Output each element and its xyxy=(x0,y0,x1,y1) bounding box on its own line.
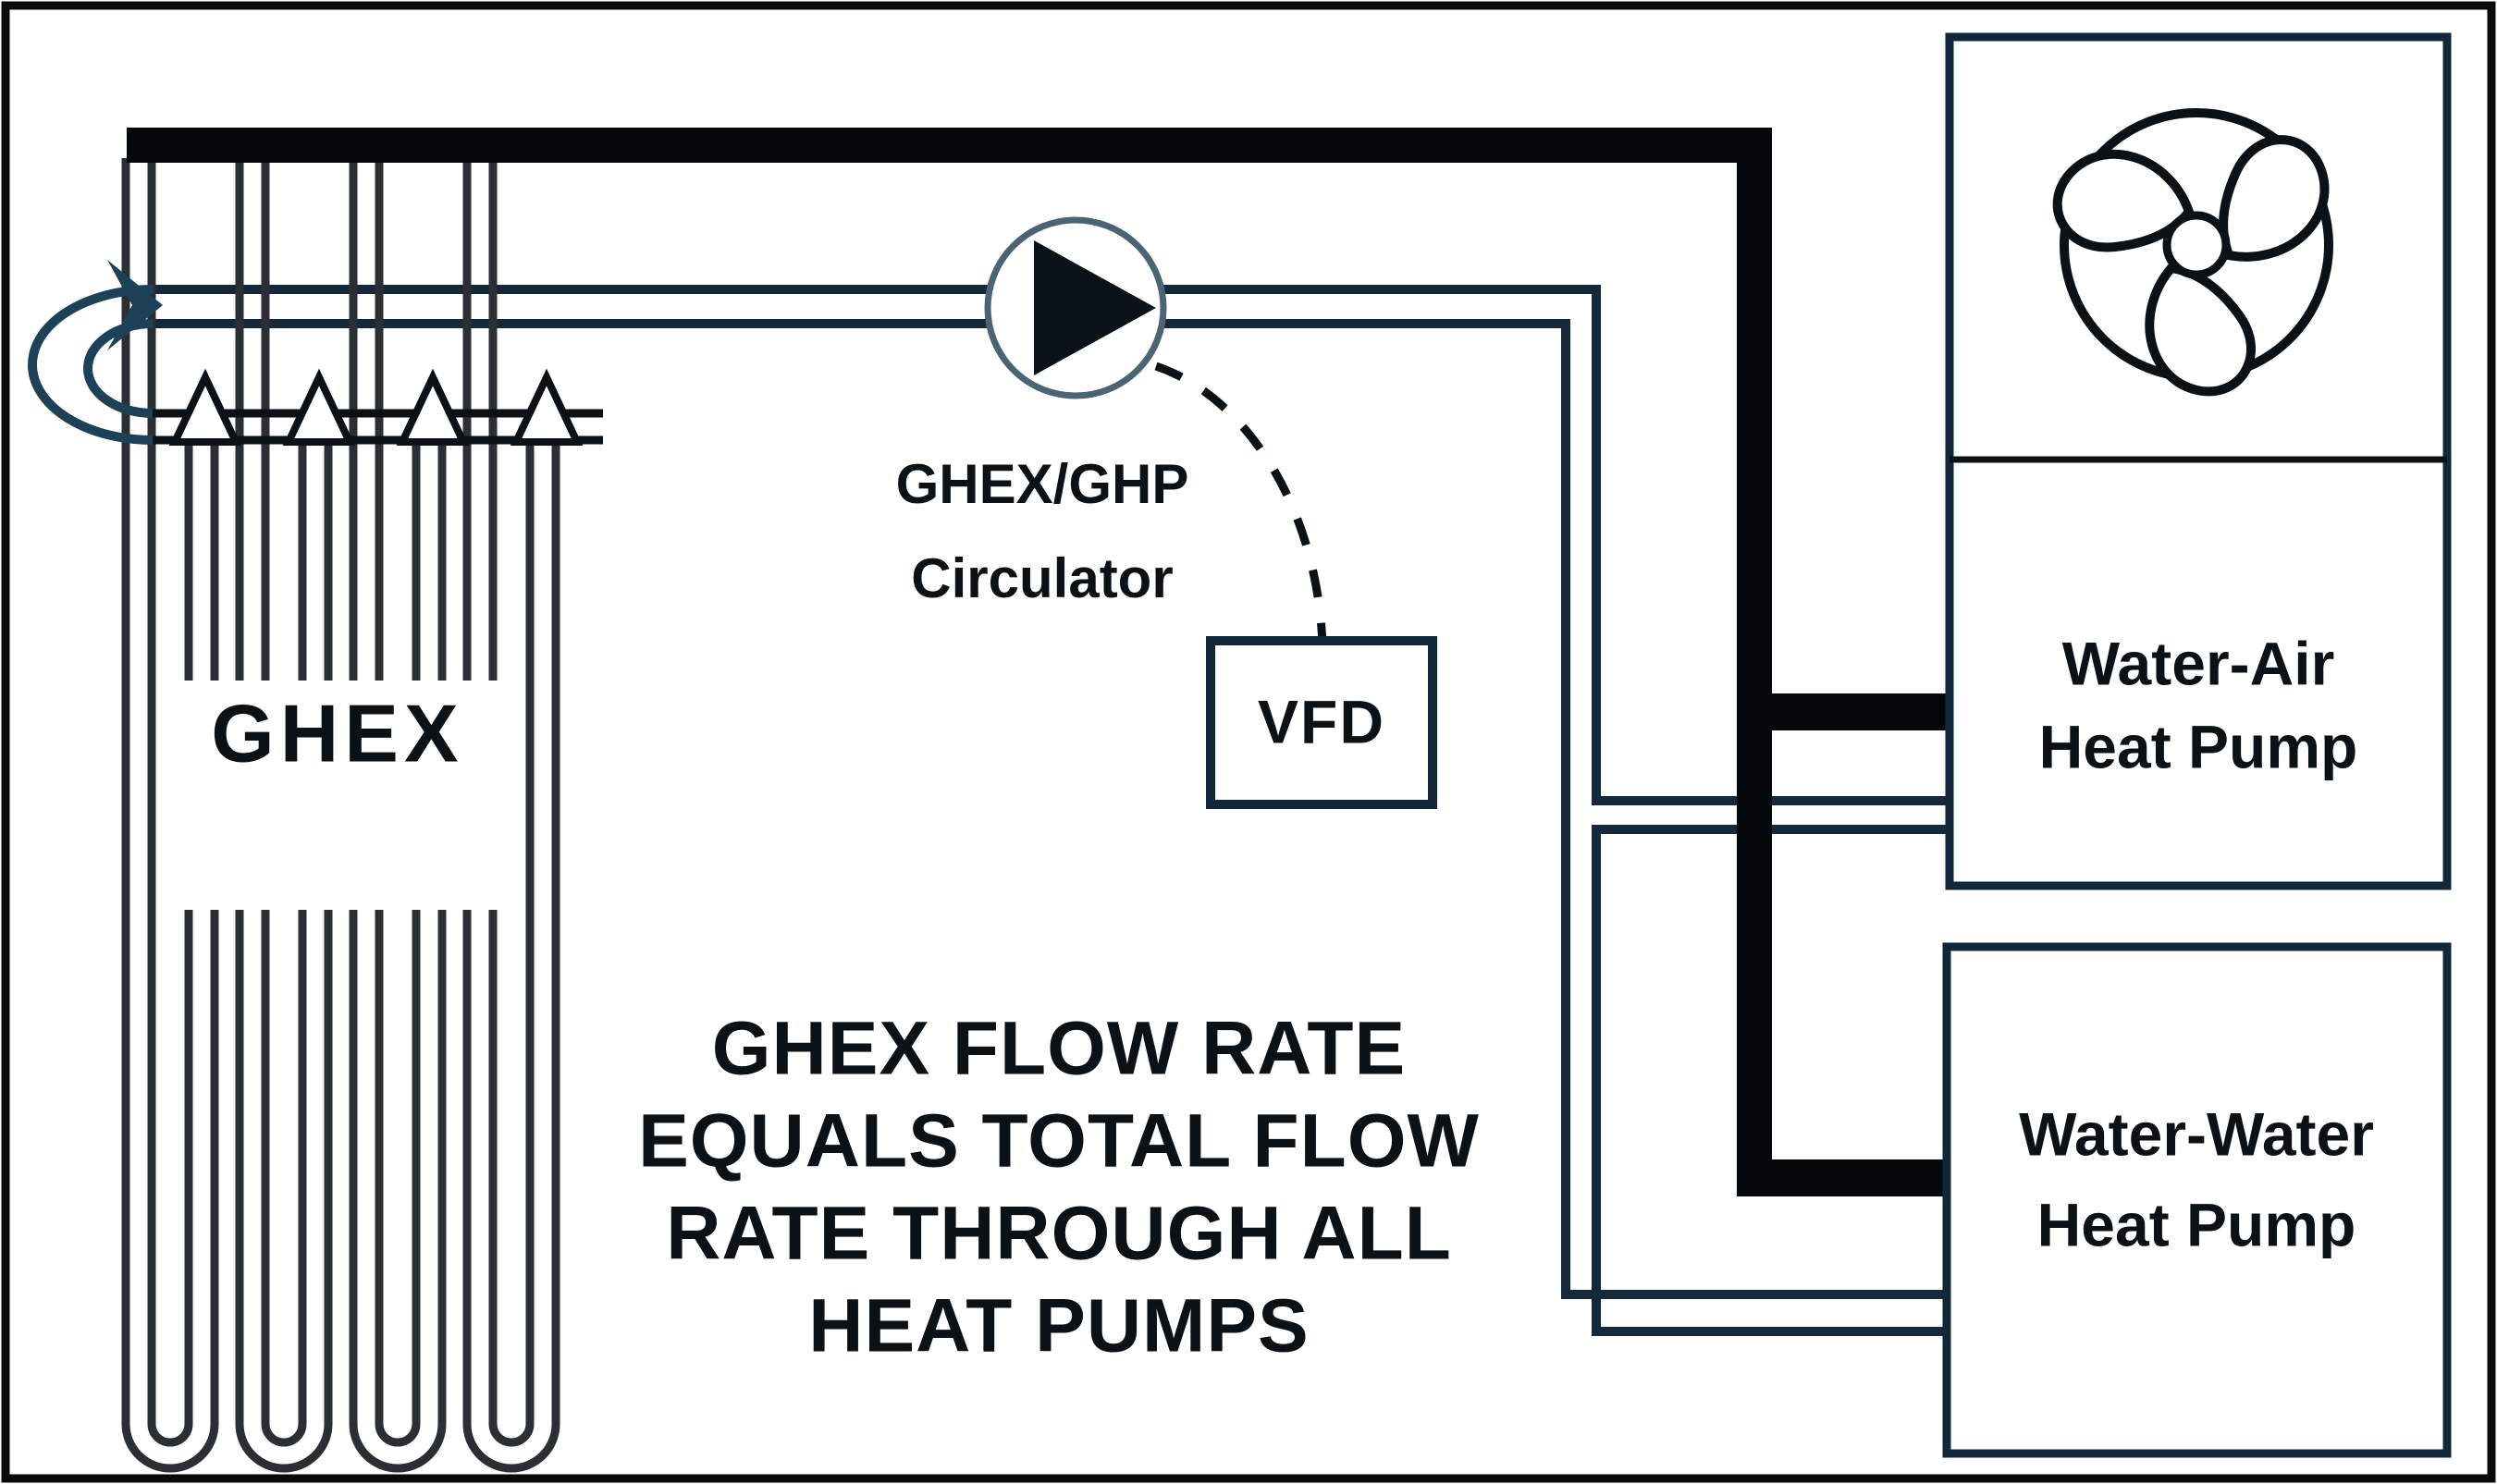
water-air-heat-pump-box: Water-Air Heat Pump xyxy=(1945,32,2452,890)
borehole-loop-inner xyxy=(147,158,193,1447)
circulator-label-line1: GHEX/GHP xyxy=(896,453,1189,515)
return-pipe-branch-wall xyxy=(1592,825,1950,1336)
water-water-heat-pump-box: Water-Water Heat Pump xyxy=(1942,942,2452,1458)
vfd-label: VFD xyxy=(1258,687,1385,755)
borehole-loop-inner xyxy=(488,158,535,1447)
vfd-box-border xyxy=(1206,636,1437,809)
borehole-loop-outer xyxy=(235,158,333,1473)
water-water-box-border xyxy=(1942,942,2452,1458)
loop-connection-triangle-icon xyxy=(282,368,356,446)
supply-riser xyxy=(1737,128,1772,1196)
ghex-label-band xyxy=(159,681,516,910)
supply-branch-water-air xyxy=(1772,693,1950,730)
loop-connection-triangle-icon xyxy=(168,368,242,446)
borehole-loop-outer xyxy=(121,158,219,1473)
supply-header-run xyxy=(127,128,1772,163)
fan-blade xyxy=(2052,149,2195,252)
vfd-box: VFD xyxy=(1206,636,1437,809)
borehole-loop-inner xyxy=(375,158,421,1447)
note-line-1: GHEX FLOW RATE xyxy=(712,1007,1406,1091)
water-air-label-line1: Water-Air xyxy=(2062,629,2335,697)
note-line-4: HEAT PUMPS xyxy=(808,1284,1310,1368)
fan-hub xyxy=(2162,211,2231,279)
circulator-pump-icon xyxy=(984,216,1167,399)
borehole-loop-outer xyxy=(462,158,560,1473)
fan-icon xyxy=(2052,108,2333,397)
water-water-label-line2: Heat Pump xyxy=(2037,1190,2356,1258)
return-bend-outer-wall xyxy=(28,285,154,445)
fan-blade xyxy=(2219,135,2330,262)
note-line-3: RATE THROUGH ALL xyxy=(666,1192,1452,1276)
supply-branch-water-water xyxy=(1737,1159,1947,1196)
loop-connection-triangles xyxy=(168,368,584,446)
ghex-label: GHEX xyxy=(211,687,463,779)
pump-impeller-icon xyxy=(1034,240,1156,375)
ghex-loop-field xyxy=(121,158,560,1473)
vfd-control-dashed-line xyxy=(1154,362,1327,645)
note-line-2: EQUALS TOTAL FLOW xyxy=(638,1099,1480,1184)
supply-pipe xyxy=(127,128,1950,1196)
loop-connection-triangle-icon xyxy=(510,368,584,446)
return-pipe-outer-wall xyxy=(153,285,1950,805)
water-water-label-line1: Water-Water xyxy=(2019,1099,2374,1168)
fan-blade xyxy=(2145,263,2256,397)
flow-direction-arrow-icon xyxy=(107,260,163,350)
circulator-label-line2: Circulator xyxy=(911,547,1173,609)
water-air-label-line2: Heat Pump xyxy=(2039,712,2358,780)
return-pipe xyxy=(153,285,1950,1336)
borehole-loop-inner xyxy=(261,158,307,1447)
loop-connection-triangle-icon xyxy=(396,368,470,446)
return-pipe-inner-wall xyxy=(153,319,1947,1299)
fan-blades xyxy=(2052,135,2330,397)
borehole-loop-outer xyxy=(349,158,447,1473)
note-text: GHEX FLOW RATE EQUALS TOTAL FLOW RATE TH… xyxy=(638,1007,1480,1368)
